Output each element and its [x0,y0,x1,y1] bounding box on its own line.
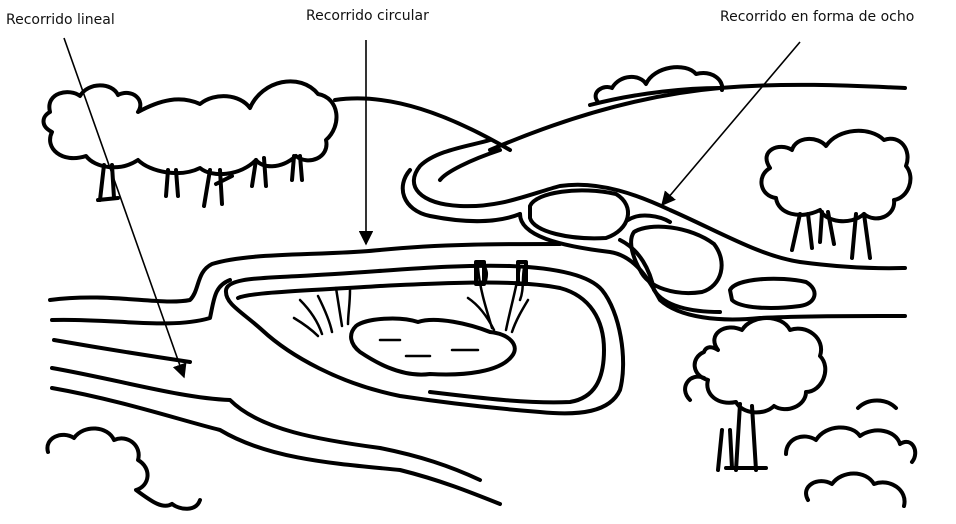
arrow-lineal [64,38,184,377]
label-circular-trail: Recorrido circular [306,8,429,24]
label-figure-eight-trail: Recorrido en forma de ocho [720,9,914,25]
trees-right [596,67,916,506]
circular-trail [226,262,623,413]
trees-left [44,81,337,206]
label-linear-trail: Recorrido lineal [6,12,115,28]
bush-bottom-left [47,428,200,508]
